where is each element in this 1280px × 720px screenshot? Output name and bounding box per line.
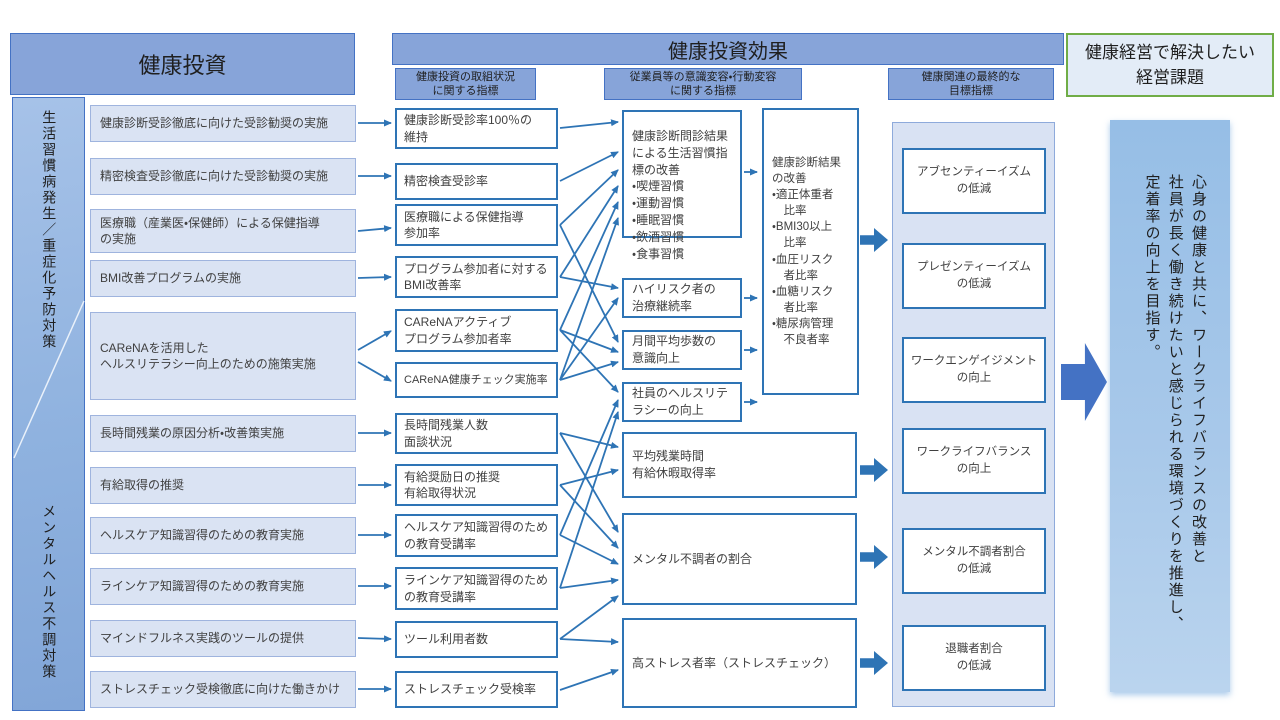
header-investment-effect: 健康投資効果 [392, 33, 1064, 65]
kpi-box-1: 健康診断受診率100％の 維持 [395, 108, 558, 149]
subheader-initiative-indicators: 健康投資の取組状況 に関する指標 [395, 68, 536, 100]
block-arrow-overtime-to-goal [860, 458, 888, 482]
kpi-box-5: CAReNAアクティブ プログラム参加者率 [395, 309, 558, 352]
block-arrow-result-to-goal [860, 228, 888, 252]
kpi-box-11: ツール利用者数 [395, 621, 558, 658]
goal-box-engagement: ワークエンゲイジメント の向上 [902, 337, 1046, 403]
goal-box-mental-ratio: メンタル不調者割合 の低減 [902, 528, 1046, 594]
goal-box-presenteeism: プレゼンティーイズム の低減 [902, 243, 1046, 309]
kpi-box-2: 精密検査受診率 [395, 163, 558, 200]
measure-box-1: 健康診断受診徹底に向けた受診勧奨の実施 [90, 105, 356, 142]
kpi-box-8: 有給奨励日の推奨 有給取得状況 [395, 464, 558, 506]
measure-box-8: ヘルスケア知識習得のための教育実施 [90, 517, 356, 554]
goal-container [892, 122, 1055, 707]
category-band: 生活習慣病発生／重症化予防対策 メンタルヘルス不調対策 [12, 97, 85, 711]
behavior-box-mental: メンタル不調者の割合 [622, 513, 857, 605]
kpi-box-3: 医療職による保健指導 参加率 [395, 204, 558, 246]
measure-box-2: 精密検査受診徹底に向けた受診勧奨の実施 [90, 158, 356, 195]
health-result-box: 健康診断結果 の改善 ・適正体重者 比率 ・BMI30以上 比率 ・血圧リスク … [762, 108, 859, 395]
category-mental-label: メンタルヘルス不調対策 [41, 504, 58, 680]
goal-box-absenteeism: アブセンティーイズム の低減 [902, 148, 1046, 214]
behavior-box-overtime: 平均残業時間 有給休暇取得率 [622, 432, 857, 498]
measure-box-5: CAReNAを活用した ヘルスリテラシー向上のための施策実施 [90, 312, 356, 400]
kpi-box-4: プログラム参加者に対する BMI改善率 [395, 256, 558, 298]
measure-box-10: マインドフルネス実践のツールの提供 [90, 620, 356, 657]
block-arrow-mental-to-goal [860, 545, 888, 569]
vision-text: 心身の健康と共に、ワークライフバランスの改善と 社員が長く働き続けたいと感じられ… [1143, 174, 1208, 633]
subheader-final-goal-indicators: 健康関連の最終的な 目標指標 [888, 68, 1054, 100]
behavior-box-steps: 月間平均歩数の 意識向上 [622, 330, 742, 370]
measure-box-4: BMI改善プログラムの実施 [90, 260, 356, 297]
kpi-box-10: ラインケア知識習得のため の教育受講率 [395, 567, 558, 610]
kpi-box-6: CAReNA健康チェック実施率 [395, 362, 558, 398]
block-arrow-stress-to-goal [860, 651, 888, 675]
measure-box-6: 長時間残業の原因分析・改善策実施 [90, 415, 356, 452]
goal-box-wlb: ワークライフバランス の向上 [902, 428, 1046, 494]
behavior-box-highrisk: ハイリスク者の 治療継続率 [622, 278, 742, 318]
behavior-box-literacy: 社員のヘルスリテ ラシーの向上 [622, 382, 742, 422]
kpi-box-12: ストレスチェック受検率 [395, 671, 558, 708]
header-health-investment: 健康投資 [10, 33, 355, 95]
vision-box: 心身の健康と共に、ワークライフバランスの改善と 社員が長く働き続けたいと感じられ… [1110, 120, 1230, 692]
kpi-box-7: 長時間残業人数 面談状況 [395, 413, 558, 454]
kpi-box-9: ヘルスケア知識習得のため の教育受講率 [395, 514, 558, 557]
measure-box-3: 医療職（産業医・保健師）による保健指導 の実施 [90, 209, 356, 253]
subheader-behavior-indicators: 従業員等の意識変容・行動変容 に関する指標 [604, 68, 802, 100]
header-management-issue: 健康経営で解決したい 経営課題 [1066, 33, 1274, 97]
behavior-box-stress: 高ストレス者率（ストレスチェック） [622, 618, 857, 708]
measure-box-11: ストレスチェック受検徹底に向けた働きかけ [90, 671, 356, 708]
measure-box-9: ラインケア知識習得のための教育実施 [90, 568, 356, 605]
behavior-box-lifestyle: 健康診断問診結果 による生活習慣指 標の改善 ・喫煙習慣 ・運動習慣 ・睡眠習慣… [622, 110, 742, 261]
big-arrow-to-vision [1061, 343, 1107, 421]
category-lifestyle-label: 生活習慣病発生／重症化予防対策 [41, 110, 58, 350]
goal-box-turnover: 退職者割合 の低減 [902, 625, 1046, 691]
measure-box-7: 有給取得の推奨 [90, 467, 356, 504]
